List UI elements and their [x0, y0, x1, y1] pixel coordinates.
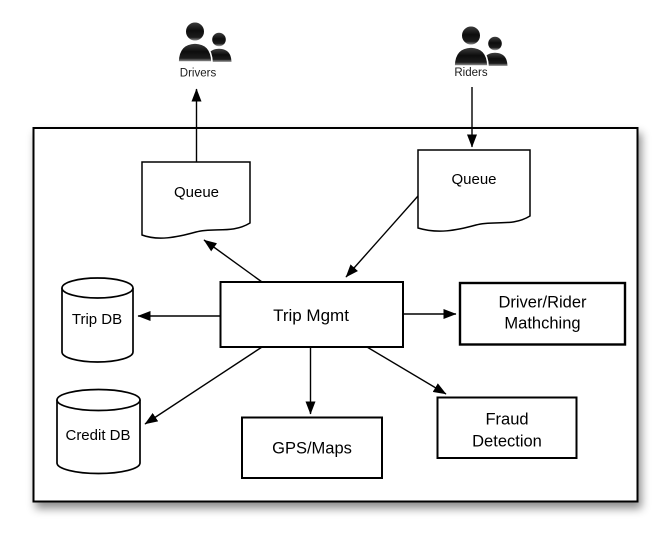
cylinder-top: [61, 277, 134, 299]
node-queue-riders: Queue: [417, 149, 531, 232]
document-shape: [141, 161, 251, 239]
cylinder-shape: [61, 288, 134, 363]
matching-label-line1: Driver/Rider: [498, 294, 587, 312]
node-queue-drivers: Queue: [141, 161, 251, 239]
trip-db-label: Trip DB: [72, 311, 122, 328]
drivers-actor: Drivers: [177, 20, 232, 80]
riders-label: Riders: [454, 67, 487, 79]
people-icon: [177, 20, 232, 63]
fraud-label-line2: Detection: [472, 433, 542, 451]
node-driver-rider-matching: Driver/Rider Mathching: [458, 281, 627, 346]
queue-riders-label: Queue: [451, 171, 496, 188]
rectangle-shape: [458, 281, 627, 346]
node-trip-mgmt: Trip Mgmt: [219, 281, 404, 348]
node-credit-db: Credit DB: [56, 388, 141, 475]
edge-tripmgmt-to-creditdb: [144, 346, 263, 425]
document-shape: [417, 149, 531, 232]
edge-tripmgmt-to-fraud: [366, 346, 447, 395]
rectangle-shape: [436, 396, 578, 459]
node-fraud-detection: Fraud Detection: [436, 396, 578, 459]
credit-db-label: Credit DB: [65, 427, 130, 444]
matching-label-line2: Mathching: [504, 315, 580, 333]
fraud-label-line1: Fraud: [485, 411, 528, 429]
node-trip-db: Trip DB: [61, 277, 134, 363]
edge-tripmgmt-to-driver-queue: [203, 239, 263, 283]
cylinder-shape: [56, 400, 141, 475]
trip-mgmt-label: Trip Mgmt: [273, 306, 349, 325]
gps-maps-label: GPS/Maps: [272, 440, 352, 458]
rectangle-shape: [219, 281, 404, 348]
people-icon: [453, 24, 508, 67]
drivers-label: Drivers: [180, 68, 217, 80]
node-gps-maps: GPS/Maps: [241, 416, 383, 479]
cylinder-top: [56, 388, 141, 412]
edge-rider-queue-to-tripmgmt: [345, 195, 419, 278]
riders-actor: Riders: [453, 24, 508, 79]
queue-drivers-label: Queue: [174, 184, 219, 201]
rectangle-shape: [241, 416, 383, 479]
